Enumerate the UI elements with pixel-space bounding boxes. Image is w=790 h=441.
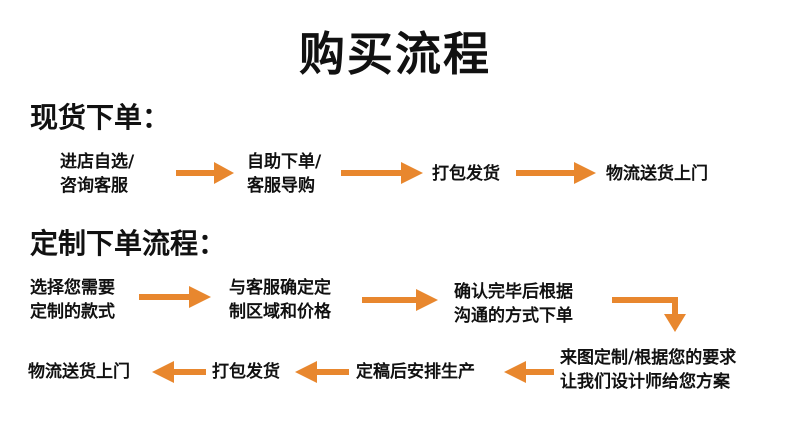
step-line: 打包发货 [432, 164, 500, 184]
step-choose-style: 选择您需要 定制的款式 [30, 276, 115, 324]
step-line: 物流送货上门 [606, 164, 708, 184]
step-delivery-custom: 物流送货上门 [28, 360, 130, 384]
step-confirm-area-price: 与客服确定定 制区域和价格 [229, 276, 331, 324]
page-title: 购买流程 [299, 27, 491, 81]
arrow-left-icon [295, 361, 349, 383]
step-line: 客服导购 [247, 176, 315, 196]
step-production: 定稿后安排生产 [356, 360, 475, 384]
step-pack-ship: 打包发货 [432, 162, 500, 186]
step-line: 咨询客服 [60, 176, 128, 196]
step-line: 沟通的方式下单 [454, 306, 573, 326]
step-line: 让我们设计师给您方案 [560, 372, 730, 392]
arrow-right-icon [176, 162, 234, 184]
step-line: 物流送货上门 [28, 362, 130, 382]
step-pack-ship-custom: 打包发货 [212, 360, 280, 384]
step-line: 进店自选/ [60, 152, 135, 172]
step-line: 定制的款式 [30, 302, 115, 322]
section-heading-custom-order: 定制下单流程： [30, 227, 227, 260]
arrow-left-icon [152, 361, 206, 383]
step-line: 与客服确定定 [229, 278, 331, 298]
step-line: 选择您需要 [30, 278, 115, 298]
step-browse-or-consult: 进店自选/ 咨询客服 [60, 150, 134, 198]
step-line: 打包发货 [212, 362, 280, 382]
step-line: 来图定制/根据您的要求 [560, 348, 737, 368]
arrow-left-icon [504, 361, 554, 383]
arrow-right-icon [362, 289, 438, 311]
step-line: 自助下单/ [247, 152, 322, 172]
arrow-right-icon [341, 162, 423, 184]
step-design-proposal: 来图定制/根据您的要求 让我们设计师给您方案 [560, 346, 736, 394]
step-line: 定稿后安排生产 [356, 362, 475, 382]
step-line: 确认完毕后根据 [454, 282, 573, 302]
step-delivery: 物流送货上门 [606, 162, 708, 186]
section-heading-stock-order: 现货下单： [30, 101, 171, 134]
arrow-right-icon [516, 162, 596, 184]
step-self-order: 自助下单/ 客服导购 [247, 150, 321, 198]
step-line: 制区域和价格 [229, 302, 331, 322]
arrow-turn-down-icon [612, 297, 686, 332]
step-place-order: 确认完毕后根据 沟通的方式下单 [454, 280, 573, 328]
arrow-right-icon [139, 286, 211, 308]
